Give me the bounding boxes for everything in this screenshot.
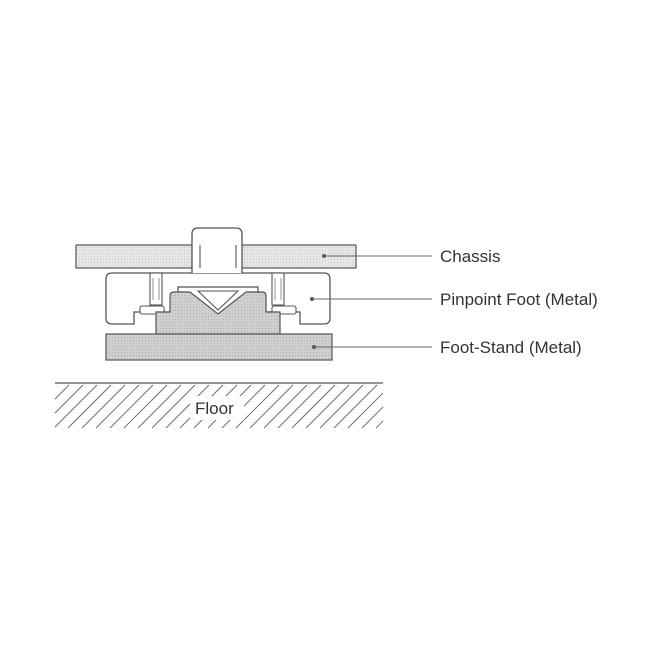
hatch-line	[291, 384, 336, 429]
hatch-line	[249, 384, 294, 429]
hatch-line	[81, 384, 126, 429]
label-foot-stand: Foot-Stand (Metal)	[440, 338, 582, 357]
hatch-line	[54, 384, 84, 414]
hatch-line	[137, 384, 182, 429]
hatch-line	[319, 384, 364, 429]
hatch-line	[361, 406, 384, 429]
label-floor: Floor	[195, 399, 234, 418]
pinpoint-foot-stem	[191, 227, 243, 273]
hatch-line	[305, 384, 350, 429]
pinpoint-tip	[196, 290, 240, 311]
hatch-line	[235, 384, 280, 429]
leader-pinpoint-foot	[310, 297, 432, 301]
leader-chassis	[322, 254, 432, 258]
hatch-line	[151, 384, 196, 429]
foot-stand-cone	[155, 291, 281, 335]
hatch-line	[54, 384, 70, 400]
hatch-line	[277, 384, 322, 429]
hatch-line	[263, 384, 308, 429]
hatch-line	[375, 420, 384, 429]
hatch-line	[347, 392, 384, 429]
leader-foot-stand	[312, 345, 432, 349]
foot-stand-base	[105, 333, 333, 361]
label-pinpoint-foot: Pinpoint Foot (Metal)	[440, 290, 598, 309]
hatch-line	[54, 384, 98, 428]
floor-hatching	[54, 384, 384, 429]
label-chassis: Chassis	[440, 247, 500, 266]
hatch-line	[123, 384, 168, 429]
chassis-plate-left	[75, 244, 201, 269]
hatch-line	[109, 384, 154, 429]
hatch-line	[67, 384, 112, 429]
hatch-line	[333, 384, 378, 429]
hatch-line	[165, 384, 210, 429]
hatch-line	[95, 384, 140, 429]
